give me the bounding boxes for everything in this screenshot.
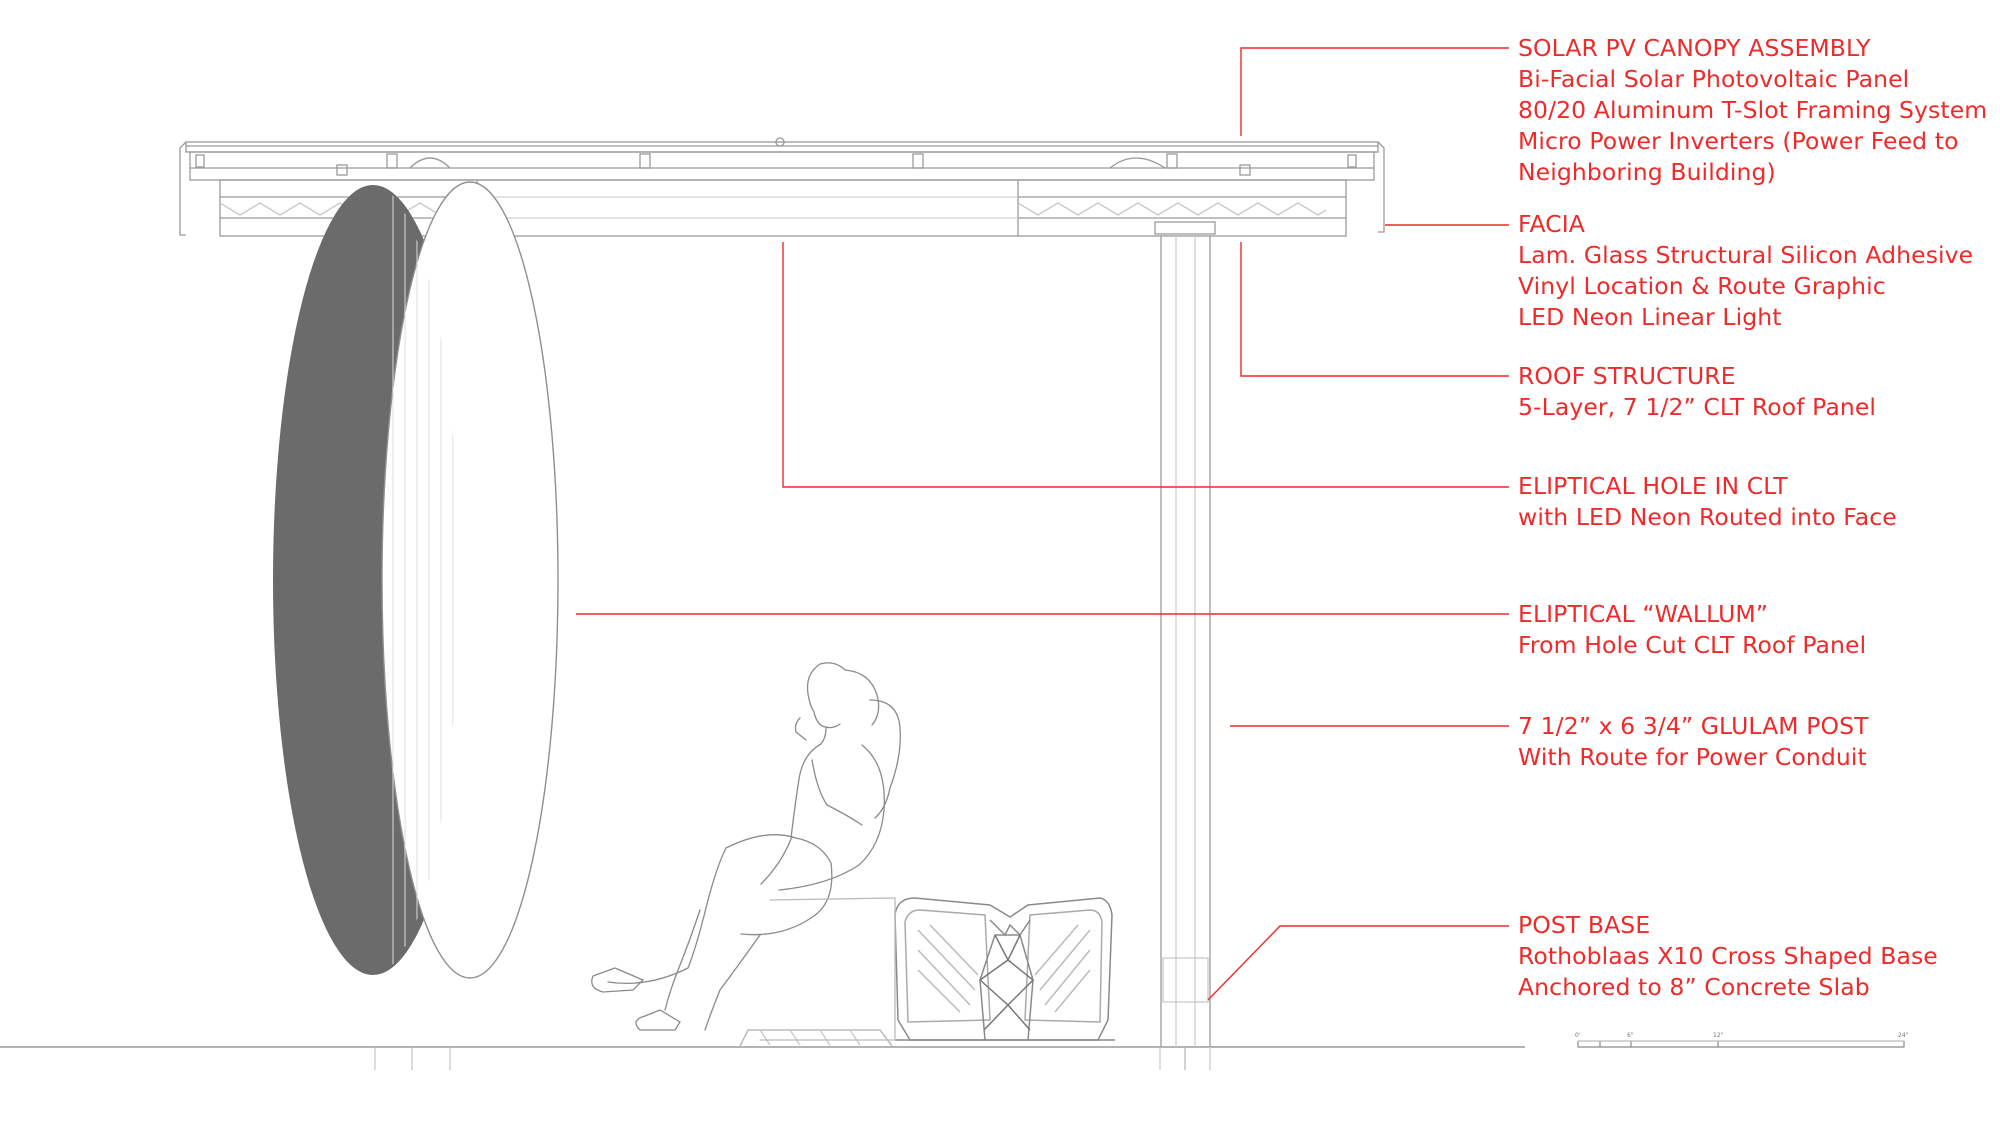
callout-title: 7 1/2” x 6 3/4” GLULAM POST	[1518, 712, 1869, 740]
callout-line: From Hole Cut CLT Roof Panel	[1518, 631, 1867, 659]
callout-post-base: POST BASE Rothoblaas X10 Cross Shaped Ba…	[1518, 910, 1938, 1003]
callout-line: Anchored to 8” Concrete Slab	[1518, 973, 1870, 1001]
callout-title: POST BASE	[1518, 911, 1651, 939]
scale-bar: 0' 6" 12" 24"	[1575, 1032, 1909, 1048]
callout-line: Micro Power Inverters (Power Feed to	[1518, 127, 1959, 155]
callout-solar-pv: SOLAR PV CANOPY ASSEMBLY Bi-Facial Solar…	[1518, 33, 1987, 188]
callout-line: Neighboring Building)	[1518, 158, 1776, 186]
callout-eliptical-hole: ELIPTICAL HOLE IN CLT with LED Neon Rout…	[1518, 471, 1897, 533]
bench	[739, 897, 1115, 1047]
callout-line: Rothoblaas X10 Cross Shaped Base	[1518, 942, 1938, 970]
callout-title: FACIA	[1518, 210, 1585, 238]
callout-line: with LED Neon Routed into Face	[1518, 503, 1897, 531]
callout-title: SOLAR PV CANOPY ASSEMBLY	[1518, 34, 1871, 62]
leader-lines	[576, 47, 1509, 1001]
callout-title: ROOF STRUCTURE	[1518, 362, 1736, 390]
callout-line: 80/20 Aluminum T-Slot Framing System	[1518, 96, 1988, 124]
leader-post-base	[1207, 925, 1509, 1001]
callout-line: Lam. Glass Structural Silicon Adhesive	[1518, 241, 1974, 269]
seated-figure	[591, 662, 901, 1041]
leader-roof-structure	[1240, 242, 1509, 377]
scale-label-6: 6"	[1627, 1032, 1634, 1039]
callout-facia: FACIA Lam. Glass Structural Silicon Adhe…	[1518, 209, 1973, 333]
scale-label-12: 12"	[1713, 1032, 1724, 1039]
callout-title: ELIPTICAL HOLE IN CLT	[1518, 472, 1788, 500]
callout-line: Bi-Facial Solar Photovoltaic Panel	[1518, 65, 1910, 93]
scale-label-24: 24"	[1898, 1032, 1909, 1039]
callout-line: 5-Layer, 7 1/2” CLT Roof Panel	[1518, 393, 1877, 421]
callout-title: ELIPTICAL “WALLUM”	[1518, 600, 1769, 628]
callout-line: Vinyl Location & Route Graphic	[1518, 272, 1886, 300]
glulam-post	[1154, 221, 1216, 1070]
scale-label-0: 0'	[1575, 1032, 1581, 1039]
callout-glulam-post: 7 1/2” x 6 3/4” GLULAM POST With Route f…	[1518, 711, 1869, 773]
callout-line: With Route for Power Conduit	[1518, 743, 1867, 771]
elliptical-wallum	[273, 181, 559, 1070]
callout-line: LED Neon Linear Light	[1518, 303, 1782, 331]
leader-solar-pv	[1240, 47, 1509, 136]
callout-eliptical-wallum: ELIPTICAL “WALLUM” From Hole Cut CLT Roo…	[1518, 599, 1866, 661]
callout-roof-structure: ROOF STRUCTURE 5-Layer, 7 1/2” CLT Roof …	[1518, 361, 1876, 423]
leader-eliptical-hole	[782, 242, 1509, 488]
